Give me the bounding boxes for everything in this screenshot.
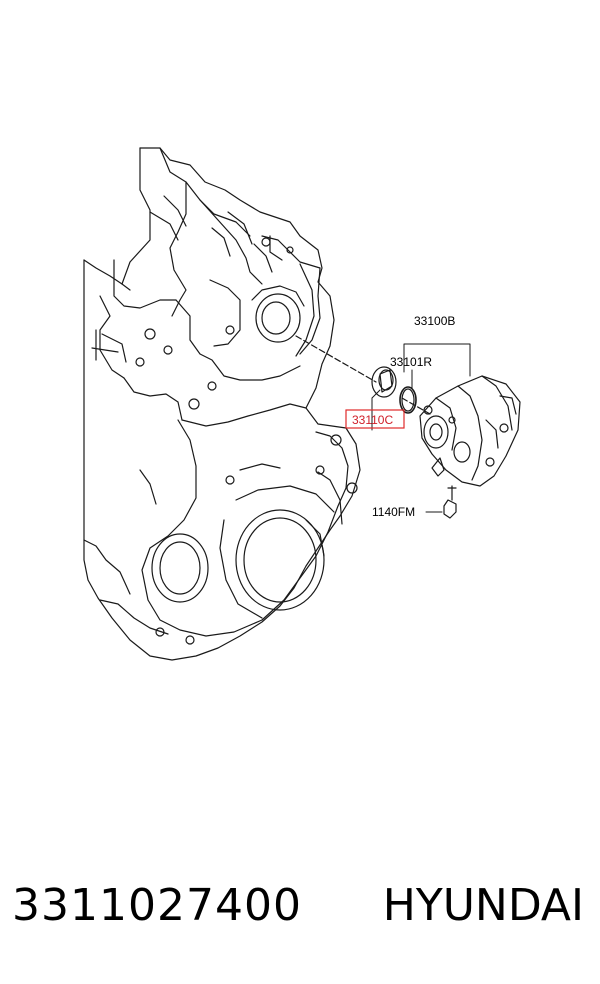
- callout-33100b: 33100B: [414, 314, 455, 328]
- axis-line-2: [401, 397, 431, 415]
- callout-1140fm: 1140FM: [372, 505, 415, 519]
- leader-lines: [371, 343, 471, 513]
- brand-name: HYUNDAI: [382, 880, 584, 931]
- callout-33101r: 33101R: [390, 355, 432, 369]
- engine-block: [83, 147, 361, 661]
- o-ring-part: [399, 386, 417, 414]
- highlight-box: [345, 409, 405, 429]
- timing-cover: [139, 419, 358, 645]
- callout-33110c: 33110C: [352, 413, 393, 427]
- bolt-part: [443, 485, 457, 519]
- coupling-part: [371, 366, 397, 398]
- fuel-pump-assembly: [419, 375, 521, 487]
- part-number: 3311027400: [12, 880, 302, 931]
- axis-line: [295, 335, 377, 383]
